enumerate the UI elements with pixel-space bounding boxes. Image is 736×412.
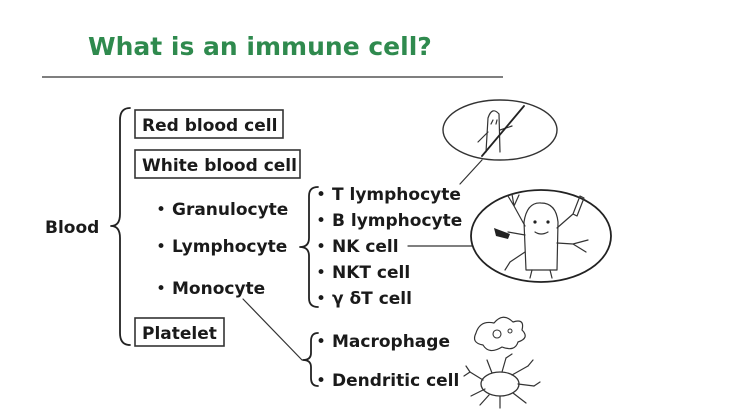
macrophage-icon	[473, 316, 526, 352]
crossed-out-t-cell-icon	[442, 99, 558, 161]
monocyte-item: • Monocyte	[156, 279, 265, 299]
page-title: What is an immune cell?	[88, 32, 432, 61]
nk-cell-label: NK cell	[332, 237, 399, 257]
granulocyte-label: Granulocyte	[172, 200, 288, 220]
monocyte-connector	[242, 298, 303, 361]
svg-text:•: •	[156, 279, 166, 299]
lymphocyte-label: Lymphocyte	[172, 237, 287, 257]
nkt-cell-label: NKT cell	[332, 263, 410, 283]
svg-text:•: •	[156, 237, 166, 257]
svg-text:•: •	[316, 371, 326, 391]
svg-text:•: •	[316, 185, 326, 205]
red-blood-cell-label: Red blood cell	[142, 116, 277, 136]
red-blood-cell-box: Red blood cell	[134, 109, 284, 139]
platelet-label: Platelet	[142, 324, 217, 344]
monocyte-bracket	[302, 332, 319, 387]
macrophage-item: • Macrophage	[316, 332, 450, 352]
svg-text:•: •	[316, 237, 326, 257]
b-lymphocyte-item: • B lymphocyte	[316, 211, 462, 231]
svg-text:•: •	[316, 263, 326, 283]
lymphocyte-bracket	[299, 186, 319, 308]
macrophage-label: Macrophage	[332, 332, 450, 352]
b-lymphocyte-label: B lymphocyte	[332, 211, 462, 231]
gamma-delta-t-cell-item: • γ δT cell	[316, 289, 412, 309]
t-cell-leader-line	[459, 159, 483, 185]
platelet-box: Platelet	[134, 317, 225, 347]
t-lymphocyte-item: • T lymphocyte	[316, 185, 461, 205]
nk-cell-item: • NK cell	[316, 237, 399, 257]
armed-nk-cell-icon	[470, 189, 612, 283]
monocyte-label: Monocyte	[172, 279, 265, 299]
dendritic-cell-icon	[463, 353, 541, 409]
blood-bracket	[110, 107, 131, 346]
dendritic-cell-item: • Dendritic cell	[316, 371, 459, 391]
svg-text:•: •	[316, 332, 326, 352]
svg-text:•: •	[156, 200, 166, 220]
svg-text:•: •	[316, 289, 326, 309]
blood-label: Blood	[45, 218, 99, 238]
t-lymphocyte-label: T lymphocyte	[332, 185, 461, 205]
granulocyte-item: • Granulocyte	[156, 200, 288, 220]
gamma-delta-t-cell-label: γ δT cell	[332, 289, 412, 309]
svg-text:•: •	[316, 211, 326, 231]
dendritic-cell-label: Dendritic cell	[332, 371, 459, 391]
white-blood-cell-box: White blood cell	[134, 149, 301, 179]
nkt-cell-item: • NKT cell	[316, 263, 410, 283]
lymphocyte-item: • Lymphocyte	[156, 237, 287, 257]
white-blood-cell-label: White blood cell	[142, 156, 297, 176]
